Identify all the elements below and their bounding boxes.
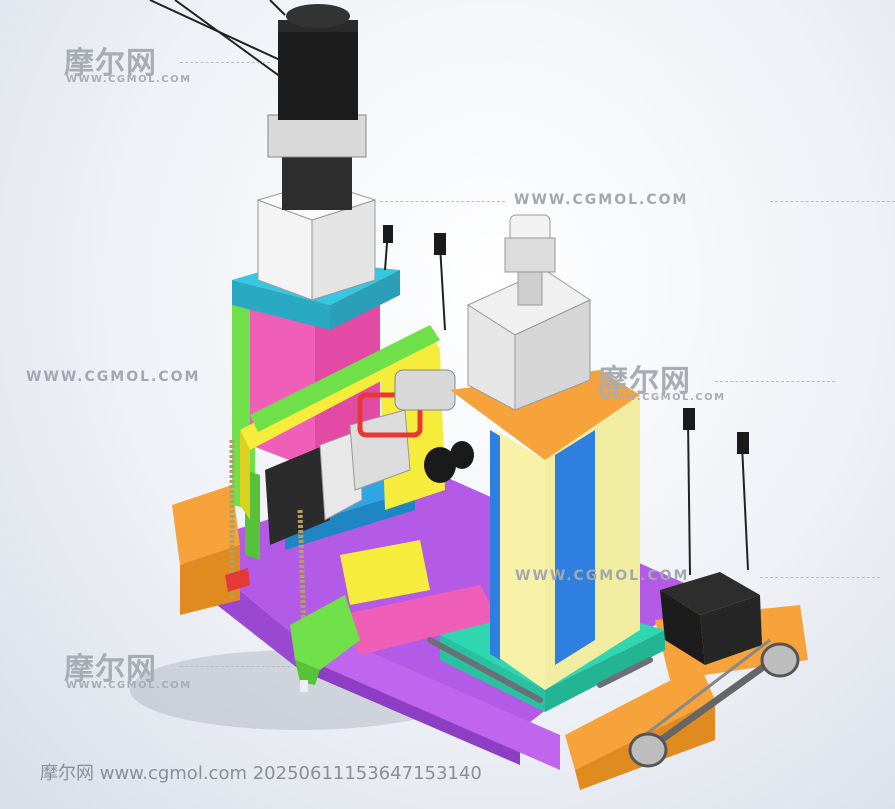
belt-drive: [628, 638, 800, 768]
footer-credit: 摩尔网 www.cgmol.com 20250611153647153140: [40, 759, 482, 785]
watermark-dash-4: [715, 381, 835, 382]
watermark-dash-6: [180, 666, 290, 667]
watermark-dash-5: [760, 577, 880, 578]
red-clip: [225, 568, 250, 592]
nozzle: [290, 595, 360, 692]
footer-site: 摩尔网 www.cgmol.com: [40, 763, 247, 784]
stepper-motor: [265, 392, 423, 545]
top-cables: [149, 0, 286, 81]
watermark-dash-2: [380, 201, 505, 202]
pink-plate: [340, 585, 500, 655]
rails: [427, 637, 653, 703]
cable-connectors: [383, 225, 749, 454]
green-plate: [250, 325, 440, 432]
air-cylinder: [466, 214, 592, 411]
watermark-dash-1: [180, 62, 270, 63]
footer-id: 20250611153647153140: [252, 763, 482, 784]
small-shaft: [394, 369, 474, 483]
watermark-dash-3: [770, 201, 895, 202]
top-servo-motor: [267, 4, 367, 210]
bottom-servo-motor: [660, 572, 762, 665]
motor-mount: [256, 181, 377, 301]
screw-rods: [229, 440, 308, 666]
